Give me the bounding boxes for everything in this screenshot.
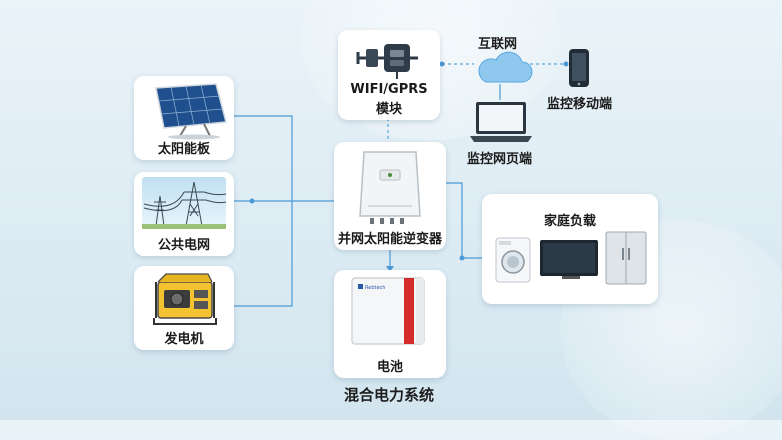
solar-panel-icon: [155, 83, 227, 140]
mobile-monitor-label: 监控移动端: [547, 97, 613, 112]
wifi-module-icon: [356, 44, 418, 79]
laptop-icon: [470, 102, 532, 142]
system-title: 混合电力系统: [343, 386, 434, 404]
public-grid-label: 公共电网: [157, 238, 210, 253]
battery-icon: Rebtech: [351, 277, 425, 345]
tv-icon: [540, 240, 598, 279]
inverter-label: 并网太阳能逆变器: [337, 232, 442, 247]
washing-machine-icon: [495, 237, 531, 283]
generator-icon: [153, 273, 217, 325]
wire-generator: [232, 201, 293, 307]
mobile-phone-icon: [569, 49, 589, 87]
public-grid-card: 公共电网: [134, 172, 234, 256]
home-load-label: 家庭负载: [543, 214, 596, 229]
wifi-module-label-line2: 模块: [375, 102, 402, 117]
internet-label: 互联网: [478, 37, 518, 52]
power-tower-icon: [142, 177, 227, 229]
junction-dot-grid: [249, 198, 255, 204]
junction-dot-mobile: [563, 61, 569, 67]
wire-solar: [232, 115, 293, 201]
arrow-head-battery: [386, 266, 394, 272]
cloud-icon: [478, 51, 533, 83]
wifi-module-label-line1: WIFI/GPRS: [350, 82, 428, 97]
generator-card: 发电机: [134, 266, 234, 350]
appliances-icon: [495, 231, 647, 285]
inverter-icon: [359, 151, 421, 224]
junction-dot-wifi: [439, 61, 445, 67]
generator-label: 发电机: [164, 332, 204, 347]
solar-panel-label: 太阳能板: [157, 142, 210, 157]
web-monitor-label: 监控网页端: [467, 152, 533, 167]
wifi-module-card: WIFI/GPRS 模块: [338, 30, 440, 120]
inverter-card: 并网太阳能逆变器: [334, 142, 446, 250]
refrigerator-icon: [605, 231, 647, 285]
battery-card: Rebtech 电池: [334, 270, 446, 378]
battery-brand: Rebtech: [365, 285, 385, 291]
home-load-card: 家庭负载: [482, 194, 658, 304]
battery-label: 电池: [376, 360, 403, 375]
solar-panel-card: 太阳能板: [134, 76, 234, 160]
junction-dot-load: [459, 255, 465, 261]
